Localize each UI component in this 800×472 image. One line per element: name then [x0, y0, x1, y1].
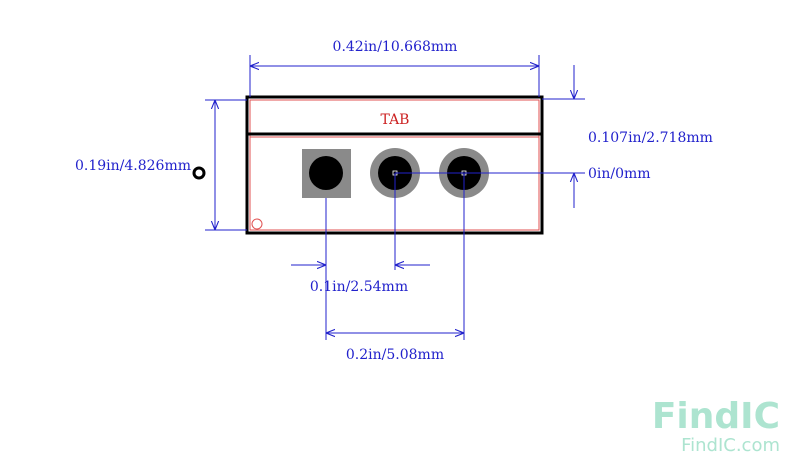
- dimension-width: [249, 55, 540, 97]
- dimension-span-label: 0.2in/5.08mm: [346, 347, 444, 363]
- watermark-url: FindIC.com: [681, 435, 780, 456]
- watermark: FindIC FindIC.com: [652, 396, 780, 456]
- dimension-height-label: 0.19in/4.826mm: [75, 158, 191, 174]
- dimension-span: [326, 173, 465, 340]
- dimension-tab-offset-label: 0.107in/2.718mm: [588, 130, 713, 146]
- tab-label: TAB: [381, 112, 410, 128]
- dimension-height: [205, 99, 247, 231]
- pad-1-drill: [309, 156, 343, 190]
- dimension-pitch: [291, 173, 430, 340]
- dimension-width-label: 0.42in/10.668mm: [333, 39, 458, 55]
- dimension-tab-offset: [395, 65, 585, 208]
- dimension-vertical-offset-label: 0in/0mm: [588, 166, 651, 182]
- pin1-marker: [251, 218, 263, 230]
- dimension-pitch-label: 0.1in/2.54mm: [310, 279, 408, 295]
- origin-marker: [192, 166, 206, 180]
- watermark-logo: FindIC: [652, 396, 780, 437]
